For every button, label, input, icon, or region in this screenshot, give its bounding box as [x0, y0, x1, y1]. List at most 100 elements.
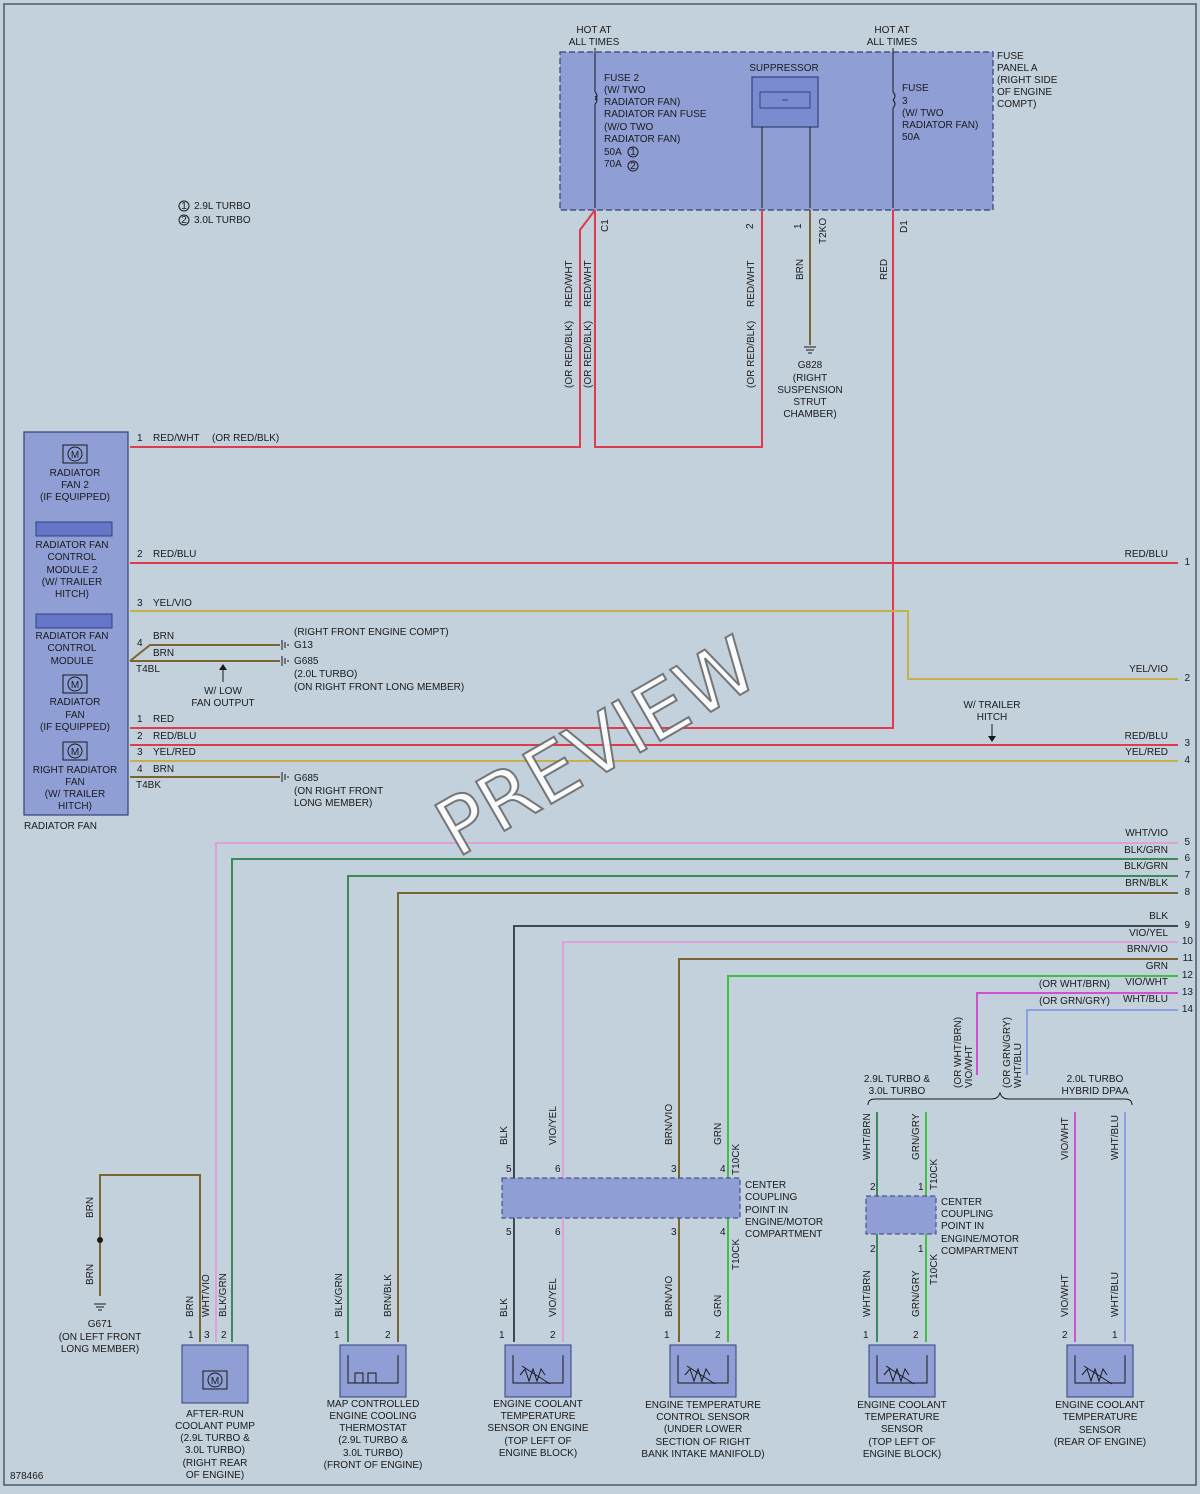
svg-text:BRN: BRN	[153, 631, 174, 642]
svg-text:RED/WHT: RED/WHT	[746, 260, 757, 307]
svg-text:(2.9L TURBO &: (2.9L TURBO &	[180, 1433, 250, 1444]
fuse-panel-internal-wiring	[594, 48, 896, 208]
svg-text:3.0L TURBO: 3.0L TURBO	[869, 1086, 926, 1097]
svg-text:1: 1	[918, 1182, 924, 1193]
svg-text:COOLANT PUMP: COOLANT PUMP	[175, 1421, 255, 1432]
svg-text:RADIATOR: RADIATOR	[50, 468, 101, 479]
right-wire-labels: WHT/VIO 5 BLK/GRN 6 BLK/GRN 7 BRN/BLK 8 …	[1039, 828, 1194, 1015]
svg-text:RADIATOR FAN FUSE: RADIATOR FAN FUSE	[604, 109, 707, 120]
svg-text:BLK/GRN: BLK/GRN	[334, 1273, 345, 1317]
figure-id: 878466	[10, 1471, 44, 1482]
svg-text:8: 8	[1184, 887, 1190, 898]
svg-text:SUSPENSION: SUSPENSION	[777, 385, 843, 396]
diagram-frame	[3, 3, 1197, 1486]
component-captions: AFTER-RUN COOLANT PUMP (2.9L TURBO & 3.0…	[175, 1399, 1146, 1481]
svg-text:FUSE: FUSE	[997, 51, 1024, 62]
svg-text:(REAR OF ENGINE): (REAR OF ENGINE)	[1054, 1437, 1146, 1448]
svg-text:VIO/YEL: VIO/YEL	[548, 1106, 559, 1145]
svg-text:5: 5	[506, 1164, 512, 1175]
svg-text:W/ LOW: W/ LOW	[204, 686, 242, 697]
svg-text:ENGINE COOLANT: ENGINE COOLANT	[1055, 1400, 1144, 1411]
svg-text:10: 10	[1182, 936, 1194, 947]
svg-text:VIO/WHT: VIO/WHT	[964, 1045, 975, 1088]
svg-text:HOT AT: HOT AT	[874, 25, 909, 36]
svg-text:BLK: BLK	[499, 1126, 510, 1145]
svg-text:YEL/RED: YEL/RED	[153, 747, 196, 758]
svg-text:3: 3	[671, 1164, 677, 1175]
radiator-fan-labels: RADIATOR FAN 2 (IF EQUIPPED) RADIATOR FA…	[33, 468, 117, 812]
svg-text:3: 3	[671, 1227, 677, 1238]
svg-text:(ON LEFT FRONT: (ON LEFT FRONT	[59, 1332, 142, 1343]
svg-text:BANK INTAKE MANIFOLD): BANK INTAKE MANIFOLD)	[641, 1449, 764, 1460]
fuse-panel-pin-labels: C1 2 1 T2KO D1	[600, 218, 910, 244]
svg-text:BRN: BRN	[85, 1264, 96, 1285]
svg-text:T4BK: T4BK	[136, 780, 161, 791]
svg-text:BLK/GRN: BLK/GRN	[1124, 845, 1168, 856]
svg-text:VIO/YEL: VIO/YEL	[1129, 928, 1168, 939]
suppressor-label: SUPPRESSOR	[749, 63, 818, 74]
svg-text:BRN/VIO: BRN/VIO	[664, 1276, 675, 1317]
svg-text:(ON RIGHT FRONT LONG MEMBER): (ON RIGHT FRONT LONG MEMBER)	[294, 682, 464, 693]
trailer-hitch-note: W/ TRAILER HITCH	[963, 700, 1021, 742]
fuse-panel	[559, 51, 994, 211]
svg-text:1: 1	[188, 1330, 194, 1341]
svg-text:14: 14	[1182, 1004, 1194, 1015]
svg-text:ENGINE/MOTOR: ENGINE/MOTOR	[745, 1217, 823, 1228]
svg-text:COMPT): COMPT)	[997, 99, 1036, 110]
svg-text:5: 5	[1184, 837, 1190, 848]
svg-text:COUPLING: COUPLING	[745, 1192, 797, 1203]
fuse-2-label: FUSE 2 (W/ TWO RADIATOR FAN) RADIATOR FA…	[604, 73, 707, 170]
svg-text:2: 2	[870, 1244, 876, 1255]
svg-text:1: 1	[863, 1330, 869, 1341]
fan-row-labels: 1 RED/WHT (OR RED/BLK) 2 RED/BLU RED/BLU…	[137, 433, 1190, 775]
svg-text:ENGINE TEMPERATURE: ENGINE TEMPERATURE	[645, 1400, 761, 1411]
svg-text:MODULE: MODULE	[51, 656, 94, 667]
etc-sensor-box	[669, 1344, 737, 1398]
svg-text:HYBRID DPAA: HYBRID DPAA	[1061, 1086, 1128, 1097]
svg-text:HOT AT: HOT AT	[576, 25, 611, 36]
svg-text:7: 7	[1184, 870, 1190, 881]
svg-text:THERMOSTAT: THERMOSTAT	[339, 1423, 406, 1434]
svg-text:1: 1	[664, 1330, 670, 1341]
svg-text:WHT/BRN: WHT/BRN	[862, 1270, 873, 1317]
top-wire-labels: RED/WHT (OR RED/BLK) RED/WHT (OR RED/BLK…	[564, 259, 890, 388]
svg-text:2: 2	[550, 1330, 556, 1341]
svg-text:5: 5	[506, 1227, 512, 1238]
svg-text:3.0L TURBO): 3.0L TURBO)	[185, 1445, 245, 1456]
svg-text:(OR RED/BLK): (OR RED/BLK)	[583, 321, 594, 388]
svg-text:G13: G13	[294, 640, 313, 651]
pump-motor-letter: M	[211, 1376, 219, 1387]
svg-text:2: 2	[221, 1330, 227, 1341]
svg-text:6: 6	[1184, 853, 1190, 864]
svg-text:1: 1	[137, 433, 143, 444]
svg-text:GRN/GRY: GRN/GRY	[911, 1113, 922, 1160]
svg-text:3: 3	[204, 1330, 210, 1341]
svg-text:STRUT: STRUT	[793, 397, 826, 408]
hot-at-all-times-right: HOT AT ALL TIMES	[867, 25, 918, 48]
svg-text:WHT/VIO: WHT/VIO	[1125, 828, 1168, 839]
svg-text:RED/BLU: RED/BLU	[153, 549, 196, 560]
svg-text:LONG MEMBER): LONG MEMBER)	[294, 798, 372, 809]
svg-text:BRN: BRN	[153, 764, 174, 775]
svg-text:2: 2	[137, 731, 143, 742]
svg-text:RED: RED	[879, 259, 890, 280]
svg-text:YEL/VIO: YEL/VIO	[153, 598, 192, 609]
svg-text:RED/WHT: RED/WHT	[153, 433, 200, 444]
svg-text:POINT IN: POINT IN	[745, 1205, 788, 1216]
svg-text:BLK/GRN: BLK/GRN	[218, 1273, 229, 1317]
svg-text:(UNDER LOWER: (UNDER LOWER	[664, 1424, 742, 1435]
svg-text:RADIATOR FAN): RADIATOR FAN)	[902, 120, 978, 131]
svg-text:(TOP LEFT OF: (TOP LEFT OF	[868, 1437, 935, 1448]
svg-text:HITCH): HITCH)	[58, 801, 92, 812]
svg-text:HITCH): HITCH)	[55, 589, 89, 600]
svg-text:(RIGHT SIDE: (RIGHT SIDE	[997, 75, 1058, 86]
svg-text:4: 4	[720, 1164, 726, 1175]
svg-text:HITCH: HITCH	[977, 712, 1008, 723]
svg-text:3.0L TURBO: 3.0L TURBO	[194, 215, 251, 226]
engine-variant-bracket: 2.9L TURBO & 3.0L TURBO 2.0L TURBO HYBRI…	[864, 1017, 1133, 1106]
svg-text:2: 2	[630, 161, 636, 172]
svg-text:PANEL A: PANEL A	[997, 63, 1038, 74]
svg-text:(OR WHT/BRN): (OR WHT/BRN)	[1039, 979, 1110, 990]
svg-text:YEL/VIO: YEL/VIO	[1129, 664, 1168, 675]
svg-text:T10CK: T10CK	[731, 1239, 742, 1270]
